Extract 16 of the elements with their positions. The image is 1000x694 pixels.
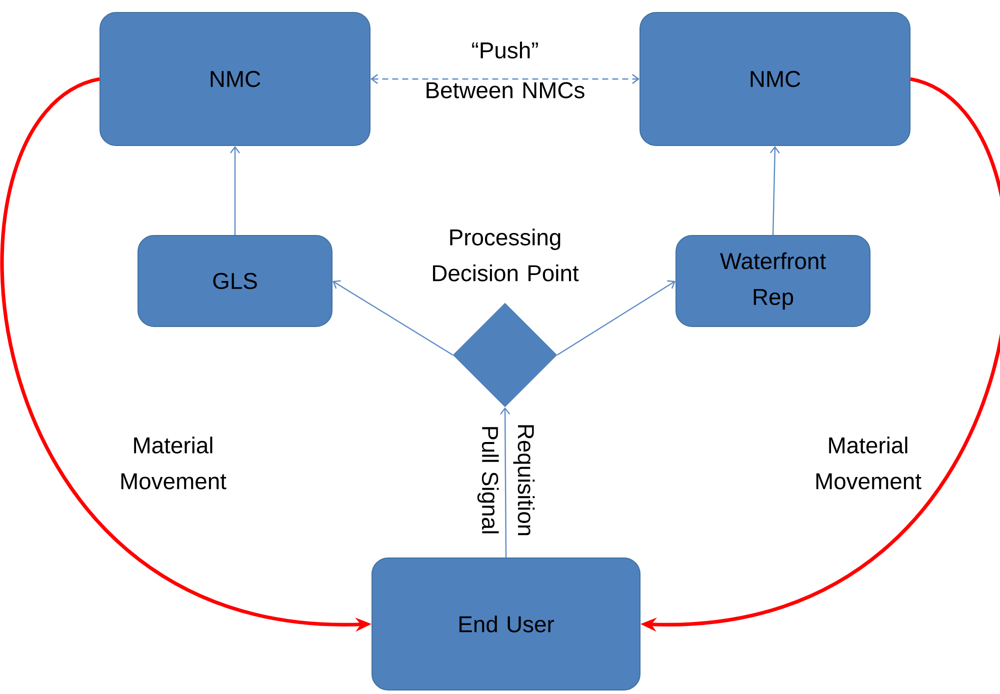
arrow	[556, 280, 676, 356]
process-box: Waterfront Rep	[676, 235, 870, 327]
edge-label: Material Movement	[816, 436, 922, 490]
edge-label: “Push” Between NMCs	[426, 42, 584, 98]
process-box: NMC	[640, 12, 910, 146]
process-box: End User	[372, 558, 640, 690]
edge-label: Material Movement	[121, 436, 226, 490]
process-box: NMC	[100, 12, 370, 146]
arrow	[500, 407, 510, 558]
edge-label: Requisition Pull Signal	[477, 425, 535, 536]
arrow	[230, 146, 240, 235]
arrow	[370, 74, 640, 84]
arrow	[770, 146, 780, 235]
node-label: Processing Decision Point	[433, 228, 579, 282]
process-box: GLS	[138, 235, 332, 327]
arrow	[332, 280, 454, 356]
